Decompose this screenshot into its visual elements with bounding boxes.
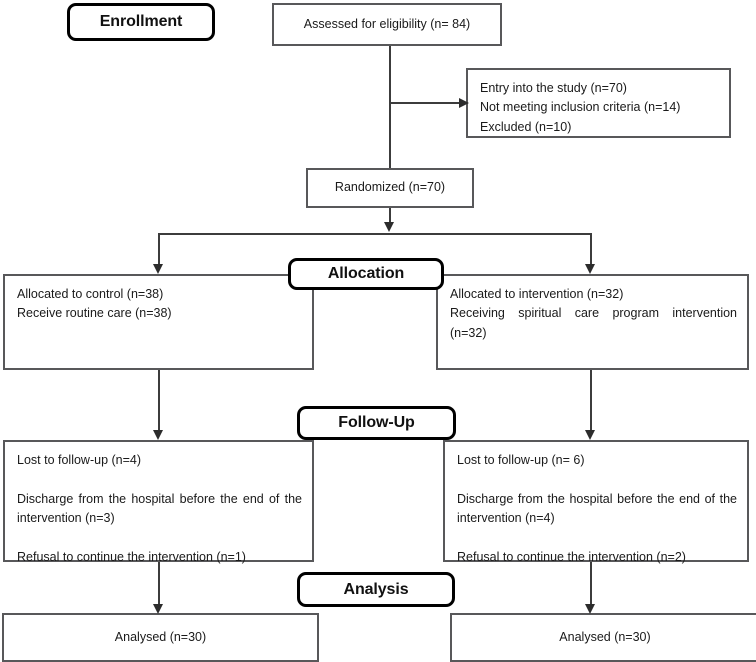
node-assessed-for-eligibility-text: Assessed for eligibility (n= 84) [303,16,471,31]
node-assessed-for-eligibility: Assessed for eligibility (n= 84) [272,3,502,46]
stage-label-analysis-text: Analysis [343,580,409,598]
connector-control-alloc-to-followup [158,370,160,434]
connector-randomized-stem [389,208,391,226]
node-randomized-text: Randomized (n=70) [334,180,446,195]
arrowhead-to-analysed-control-icon [153,604,163,614]
connector-assessed-to-randomized [389,46,391,168]
stage-label-allocation-text: Allocation [327,265,405,282]
node-analysed-control-text: Analysed (n=30) [114,629,207,644]
arrowhead-to-followup-intervention-icon [585,430,595,440]
connector-intervention-alloc-to-followup [590,370,592,434]
connector-intervention-followup-to-analysis [590,562,592,610]
stage-label-enrollment-text: Enrollment [99,13,183,30]
node-allocated-intervention: Allocated to intervention (n=32) Receivi… [436,274,749,370]
arrowhead-to-excluded-icon [459,98,469,108]
arrowhead-randomized-split-icon [384,222,394,232]
node-excluded-text: Entry into the study (n=70) Not meeting … [480,81,681,134]
arrowhead-to-allocated-intervention-icon [585,264,595,274]
node-analysed-intervention: Analysed (n=30) [450,613,756,662]
node-analysed-control: Analysed (n=30) [2,613,319,662]
arrowhead-to-allocated-control-icon [153,264,163,274]
connector-split-to-intervention [590,233,592,269]
node-followup-control-text: Lost to follow-up (n=4) Discharge from t… [17,453,302,564]
node-allocated-control: Allocated to control (n=38) Receive rout… [3,274,314,370]
stage-label-analysis: Analysis [297,572,455,607]
node-analysed-intervention-text: Analysed (n=30) [559,629,651,644]
arrowhead-to-followup-control-icon [153,430,163,440]
stage-label-followup: Follow-Up [297,406,456,440]
connector-assessed-to-excluded [389,102,461,104]
node-followup-control: Lost to follow-up (n=4) Discharge from t… [3,440,314,564]
node-randomized: Randomized (n=70) [306,168,474,208]
connector-split-to-control [158,233,160,269]
node-excluded: Entry into the study (n=70) Not meeting … [466,68,731,138]
node-followup-intervention-text: Lost to follow-up (n= 6) Discharge from … [457,453,737,564]
node-allocated-intervention-text: Allocated to intervention (n=32) Receivi… [450,287,737,340]
stage-label-followup-text: Follow-Up [338,414,415,431]
stage-label-allocation: Allocation [288,258,444,290]
node-allocated-control-text: Allocated to control (n=38) Receive rout… [17,287,172,321]
connector-control-followup-to-analysis [158,562,160,610]
stage-label-enrollment: Enrollment [67,3,215,41]
arrowhead-to-analysed-intervention-icon [585,604,595,614]
node-followup-intervention: Lost to follow-up (n= 6) Discharge from … [443,440,749,564]
connector-allocation-split-bar [158,233,592,235]
